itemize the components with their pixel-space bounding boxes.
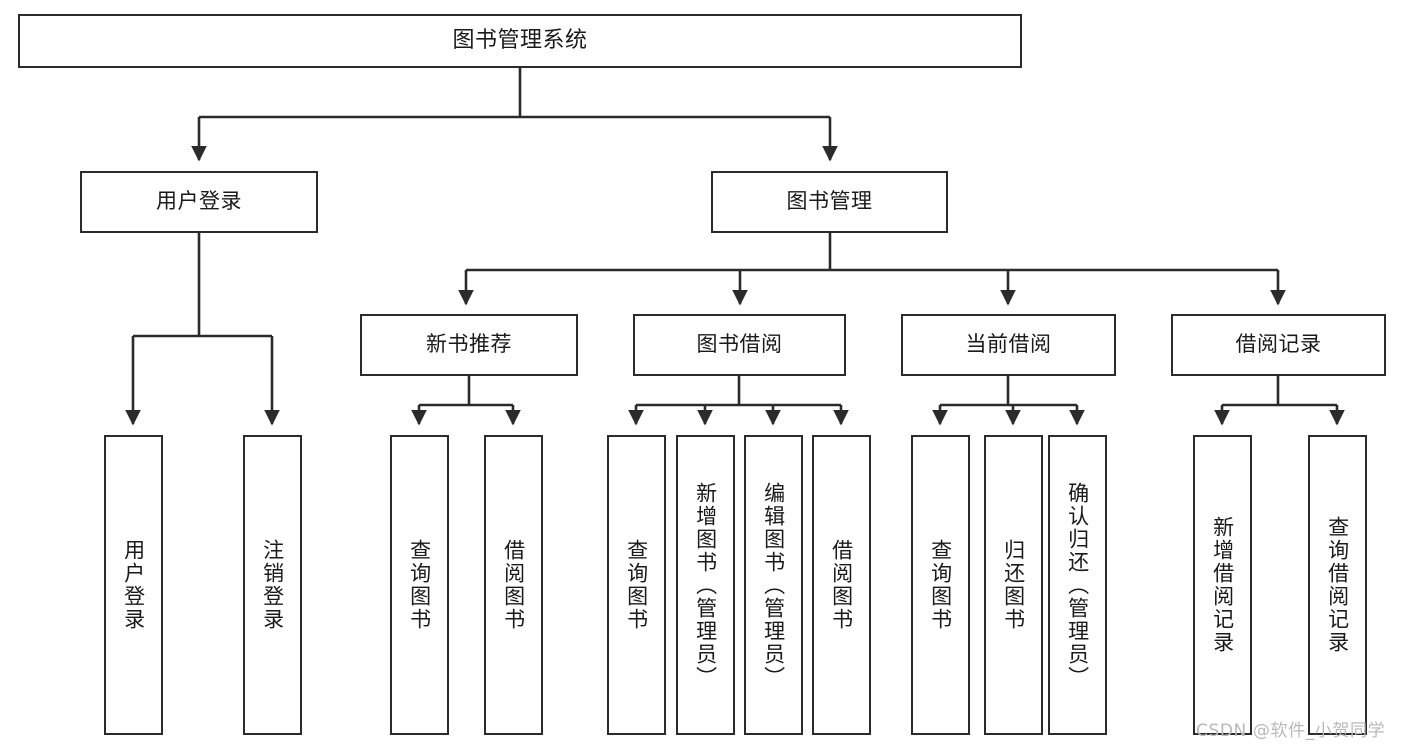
node-leaf-add-borrow-record[interactable]: 新增借阅记录 [1193, 435, 1252, 735]
node-leaf-borrow-book[interactable]: 借阅图书 [812, 435, 871, 735]
node-current-borrow[interactable]: 当前借阅 [901, 314, 1116, 376]
node-leaf-add-book-admin[interactable]: 新增图书（管理员） [676, 435, 735, 735]
node-book-borrow[interactable]: 图书借阅 [633, 314, 846, 376]
node-leaf-confirm-return-admin[interactable]: 确认归还（管理员） [1048, 435, 1107, 735]
node-label: 图书管理 [786, 189, 873, 214]
node-leaf-logout[interactable]: 注销登录 [243, 435, 302, 735]
node-leaf-query-book-recommend[interactable]: 查询图书 [390, 435, 449, 735]
node-label: 图书管理系统 [452, 27, 588, 53]
node-label: 新增图书（管理员） [693, 481, 718, 689]
node-book-management[interactable]: 图书管理 [711, 171, 948, 233]
node-label: 借阅记录 [1235, 332, 1322, 357]
node-label: 查询图书 [407, 539, 432, 631]
node-label: 新书推荐 [426, 332, 512, 357]
node-label: 当前借阅 [965, 332, 1052, 357]
node-label: 归还图书 [1001, 539, 1026, 631]
node-label: 图书借阅 [696, 332, 783, 357]
node-borrow-record[interactable]: 借阅记录 [1171, 314, 1386, 376]
node-label: 注销登录 [260, 539, 285, 631]
node-leaf-user-login[interactable]: 用户登录 [104, 435, 163, 735]
node-label: 编辑图书（管理员） [761, 481, 786, 689]
node-label: 查询图书 [624, 539, 649, 631]
node-user-login[interactable]: 用户登录 [80, 171, 318, 233]
node-label: 新增借阅记录 [1210, 516, 1235, 654]
node-new-book-recommend[interactable]: 新书推荐 [360, 314, 578, 376]
node-leaf-query-book-borrow[interactable]: 查询图书 [607, 435, 666, 735]
node-label: 借阅图书 [829, 539, 854, 631]
node-label: 查询借阅记录 [1325, 516, 1350, 654]
node-leaf-query-borrow-record[interactable]: 查询借阅记录 [1308, 435, 1367, 735]
node-leaf-borrow-book-recommend[interactable]: 借阅图书 [484, 435, 543, 735]
node-leaf-query-book-current[interactable]: 查询图书 [911, 435, 970, 735]
node-label: 借阅图书 [501, 539, 526, 631]
node-leaf-return-book[interactable]: 归还图书 [984, 435, 1043, 735]
csdn-watermark: CSDN @软件_小贺同学 [1196, 721, 1386, 741]
node-label: 用户登录 [121, 539, 146, 631]
node-root-library-system[interactable]: 图书管理系统 [18, 14, 1022, 68]
node-label: 用户登录 [156, 189, 242, 214]
node-label: 确认归还（管理员） [1065, 481, 1090, 689]
node-label: 查询图书 [928, 539, 953, 631]
node-leaf-edit-book-admin[interactable]: 编辑图书（管理员） [744, 435, 803, 735]
